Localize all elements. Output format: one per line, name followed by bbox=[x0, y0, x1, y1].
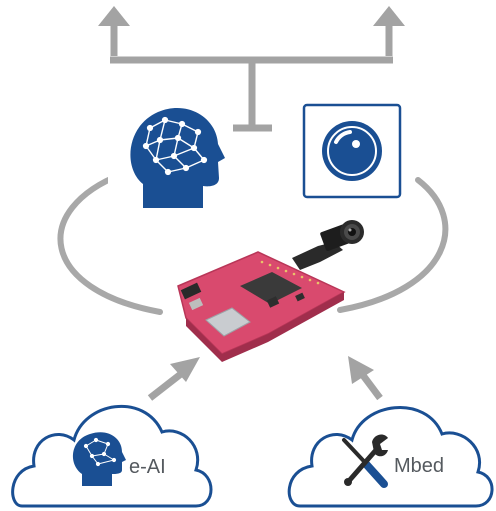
ai-brain-network-icon bbox=[130, 107, 225, 208]
cloud-right bbox=[287, 406, 494, 508]
ai-brain-network-icon bbox=[72, 432, 126, 486]
input-arrow-right-head bbox=[348, 356, 374, 384]
output-arrow-right-head bbox=[373, 6, 405, 26]
output-arrows bbox=[98, 6, 405, 132]
board-wifi-module bbox=[205, 307, 251, 337]
ai-brain-icon-box bbox=[108, 107, 225, 208]
camera-lens-icon bbox=[322, 121, 382, 181]
loop-arc-right bbox=[337, 177, 449, 313]
input-arrows bbox=[147, 356, 383, 401]
development-board-with-camera bbox=[177, 220, 364, 362]
loop-arcs bbox=[57, 171, 449, 315]
camera-lens-icon-box bbox=[302, 103, 402, 199]
input-arrow-right bbox=[359, 371, 383, 401]
input-arrow-left-head bbox=[170, 357, 200, 382]
camera-module bbox=[320, 220, 364, 251]
wrench-screwdriver-icon bbox=[342, 434, 388, 488]
cloud-left bbox=[11, 404, 213, 508]
output-arrow-left-head bbox=[98, 6, 130, 26]
board-processor bbox=[240, 272, 302, 304]
cloud-right-label: Mbed bbox=[394, 455, 445, 477]
cloud-left-label: e-AI bbox=[129, 456, 166, 478]
loop-arc-left bbox=[57, 171, 163, 315]
